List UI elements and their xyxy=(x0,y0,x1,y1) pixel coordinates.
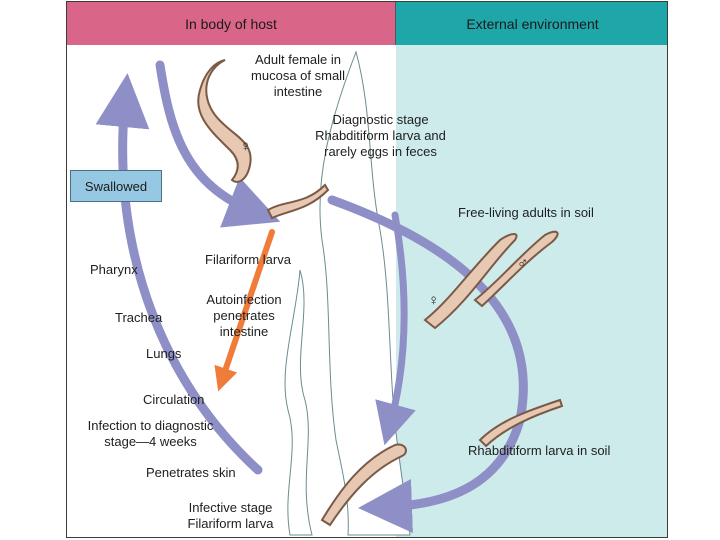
direct-development-arrow xyxy=(375,211,416,446)
male-symbol-soil: ♂ xyxy=(517,255,529,272)
intestine-inner xyxy=(284,269,313,536)
filariform-larva-label: Filariform larva xyxy=(205,252,291,267)
free-living-label: Free-living adults in soil xyxy=(458,205,594,220)
diagnostic-stage-label: Diagnostic stage Rhabditiform larva and … xyxy=(315,112,446,159)
external-environment-area xyxy=(396,45,667,537)
worms xyxy=(197,59,564,527)
autoinfection-label: Autoinfection penetrates intestine xyxy=(206,292,282,339)
migration-arrow xyxy=(95,73,263,475)
rhabditiform-soil-label: Rhabditiform larva in soil xyxy=(468,443,611,458)
rhabditiform-larva-soil xyxy=(478,398,564,448)
swallowed-arrow xyxy=(155,60,281,228)
pharynx-label: Pharynx xyxy=(90,262,138,277)
swallowed-box: Swallowed xyxy=(70,170,162,202)
host-header: In body of host xyxy=(67,2,396,45)
infection-time-label: Infection to diagnostic stage—4 weeks xyxy=(87,418,214,449)
rhabditiform-larva-intestine xyxy=(266,183,330,220)
lifecycle-diagram: In body of host External environment xyxy=(66,1,668,538)
autoinfection-arrow xyxy=(214,229,275,392)
external-cycle-arrow xyxy=(327,195,528,533)
lungs-label: Lungs xyxy=(146,346,182,361)
female-symbol-soil: ♀ xyxy=(428,292,440,309)
female-symbol-intestine: ♀ xyxy=(240,138,252,155)
penetrates-skin-label: Penetrates skin xyxy=(146,465,236,480)
trachea-label: Trachea xyxy=(115,310,163,325)
filariform-larva-soil xyxy=(320,443,407,527)
circulation-label: Circulation xyxy=(143,392,205,407)
adult-female-label: Adult female in mucosa of small intestin… xyxy=(251,52,345,99)
free-living-male xyxy=(473,230,559,308)
adult-female-worm xyxy=(197,59,252,183)
free-living-female xyxy=(423,233,518,330)
infective-stage-label: Infective stage Filariform larva xyxy=(187,500,274,531)
external-header: External environment xyxy=(396,2,667,45)
